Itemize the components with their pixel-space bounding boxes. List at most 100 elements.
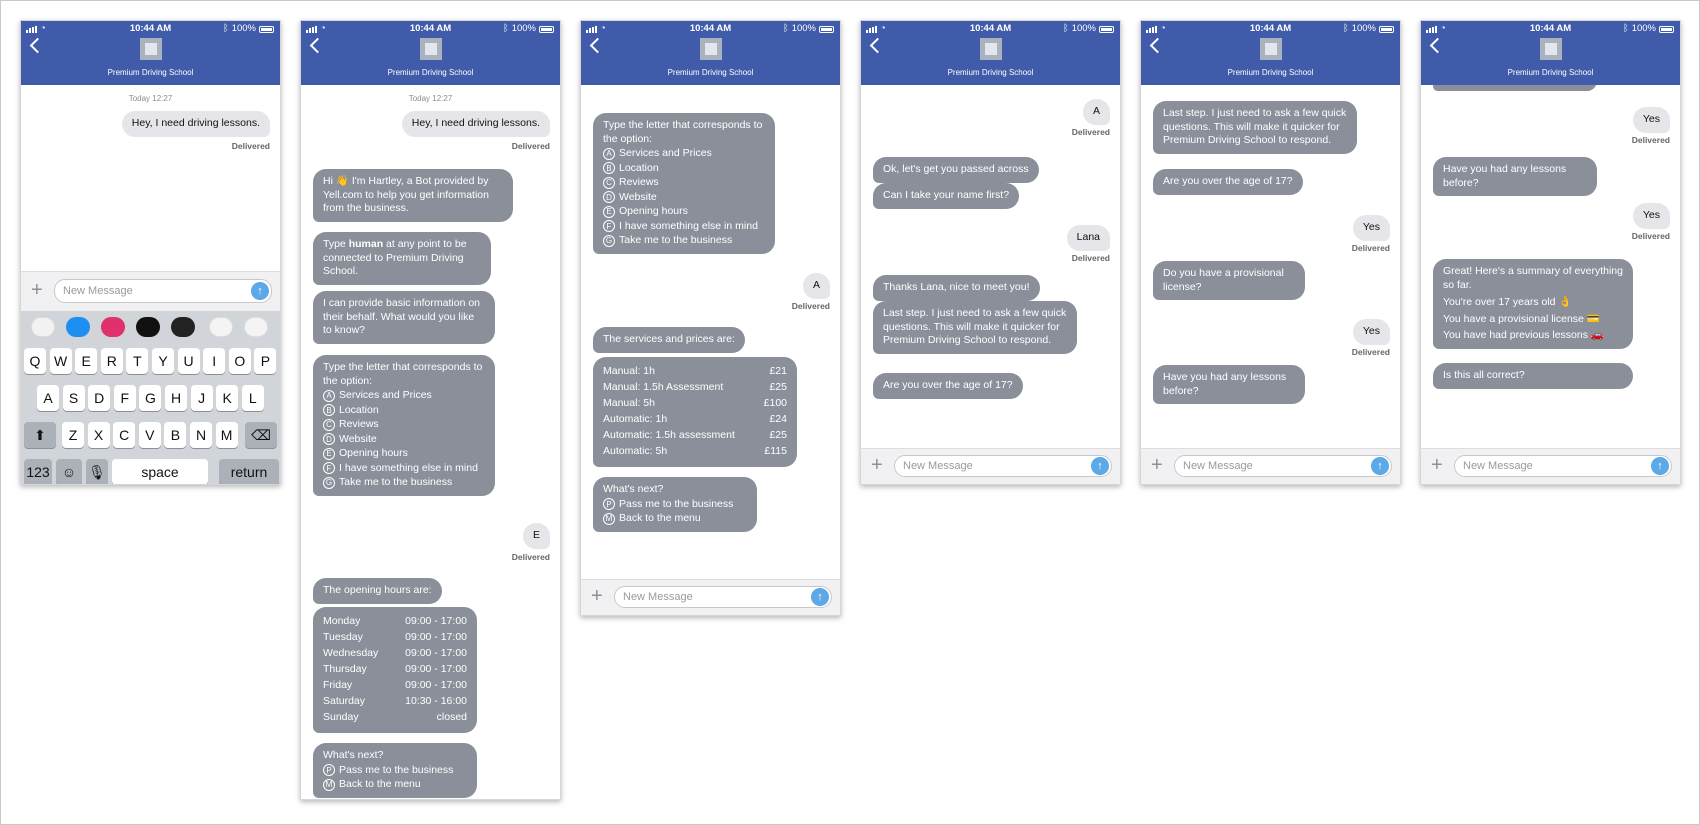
key-c[interactable]: C [113,422,136,448]
key-e[interactable]: E [75,348,98,374]
evernote-app-icon[interactable] [209,317,233,337]
back-chevron-icon[interactable] [1429,37,1446,54]
back-chevron-icon[interactable] [309,37,326,54]
key-k[interactable]: K [216,385,239,411]
bot-message-prices-intro: The services and prices are: [593,327,745,353]
business-logo-icon[interactable] [1259,38,1282,60]
microphone-key[interactable]: 🎙 [86,459,108,484]
summary-line: You have a provisional license 💳 [1443,313,1623,327]
key-p[interactable]: P [254,348,277,374]
option-label: Website [339,432,377,445]
message-input[interactable]: New Message↑ [1174,455,1392,477]
plus-icon[interactable]: + [591,585,603,607]
app-store-icon[interactable] [66,317,90,337]
back-chevron-icon[interactable] [1149,37,1166,54]
image-search-app-icon[interactable] [101,317,125,337]
status-time: 10:44 AM [1249,23,1292,34]
chat-body[interactable]: Type the letter that corresponds to the … [581,85,840,581]
shift-key[interactable]: ⬆ [24,422,56,448]
option-label: Pass me to the business [339,763,454,776]
delivered-label: Delivered [511,552,550,562]
emoji-key[interactable]: ☺ [56,459,82,484]
plus-icon[interactable]: + [1431,454,1443,476]
back-chevron-icon[interactable] [589,37,606,54]
business-logo-icon[interactable] [139,38,162,60]
send-arrow-icon[interactable]: ↑ [251,282,269,300]
bot-message-lessons: Have you had any lessons before? [1433,157,1597,196]
key-y[interactable]: Y [152,348,174,374]
key-s[interactable]: S [62,385,85,411]
key-w[interactable]: W [49,348,72,374]
send-arrow-icon[interactable]: ↑ [1371,457,1389,475]
message-input[interactable]: New Message↑ [894,455,1112,477]
key-a[interactable]: A [37,385,59,411]
service-label: Automatic: 1h [603,413,668,425]
photos-app-icon[interactable] [31,317,55,337]
chat-body[interactable]: Today 12:27 Hey, I need driving lessons.… [301,85,560,799]
activity-app-icon[interactable] [136,317,160,337]
key-x[interactable]: X [87,422,110,448]
hours-value: 09:00 - 17:00 [405,679,467,691]
send-arrow-icon[interactable]: ↑ [1651,457,1669,475]
key-v[interactable]: V [138,422,161,448]
bot-message-summary: Great! Here's a summary of everything so… [1433,259,1633,349]
numbers-key[interactable]: 123 [24,459,52,484]
send-arrow-icon[interactable]: ↑ [1091,457,1109,475]
heart-app-icon[interactable] [171,317,195,337]
key-i[interactable]: I [203,348,226,374]
key-o[interactable]: O [228,348,251,374]
chat-body[interactable]: Last step. I just need to ask a few quic… [1141,85,1400,450]
plus-icon[interactable]: + [871,454,883,476]
plus-icon[interactable]: + [1151,454,1163,476]
chat-body[interactable]: Today 12:27 Hey, I need driving lessons.… [21,85,280,271]
business-logo-icon[interactable] [979,38,1002,60]
signal-icon: ◔ [26,23,46,35]
message-input[interactable]: New Message↑ [614,586,832,608]
bot-message-age: Are you over the age of 17? [873,373,1023,399]
key-h[interactable]: H [165,385,187,411]
key-g[interactable]: G [139,385,162,411]
key-u[interactable]: U [177,348,200,374]
message-input[interactable]: New Message↑ [1454,455,1672,477]
chat-body[interactable]: A Delivered Ok, let's get you passed acr… [861,85,1120,450]
bluetooth-icon: ᛒ [222,23,229,34]
bot-message-menu: Type the letter that corresponds to the … [593,113,775,254]
backspace-key[interactable]: ⌫ [245,422,277,448]
business-logo-icon[interactable] [1539,38,1562,60]
business-logo-icon[interactable] [699,38,722,60]
summary-emoji-icon: 💳 [1586,312,1600,325]
wifi-icon: ◔ [320,23,326,34]
back-chevron-icon[interactable] [869,37,886,54]
price-value: £25 [769,429,787,441]
key-m[interactable]: M [215,422,238,448]
key-t[interactable]: T [126,348,149,374]
return-key[interactable]: return [219,459,279,484]
key-f[interactable]: F [113,385,136,411]
airbnb-app-icon[interactable] [244,317,268,337]
key-q[interactable]: Q [24,348,46,374]
plus-icon[interactable]: + [31,279,43,301]
back-chevron-icon[interactable] [29,37,46,54]
key-r[interactable]: R [100,348,123,374]
chat-body[interactable]: Yes Delivered Have you had any lessons b… [1421,85,1680,450]
send-arrow-icon[interactable]: ↑ [811,588,829,606]
space-key[interactable]: space [112,459,208,484]
key-n[interactable]: N [190,422,212,448]
summary-emoji-icon: 🚗 [1590,329,1604,341]
key-d[interactable]: D [88,385,111,411]
key-l[interactable]: L [241,385,264,411]
option-letter-badge: E [603,205,615,218]
key-b[interactable]: B [164,422,187,448]
message-input[interactable]: New Message↑ [54,279,272,303]
business-logo-icon[interactable] [419,38,442,60]
key-j[interactable]: J [190,385,213,411]
day-label: Tuesday [323,631,363,643]
option-letter-badge: M [603,512,615,525]
key-z[interactable]: Z [62,422,84,448]
